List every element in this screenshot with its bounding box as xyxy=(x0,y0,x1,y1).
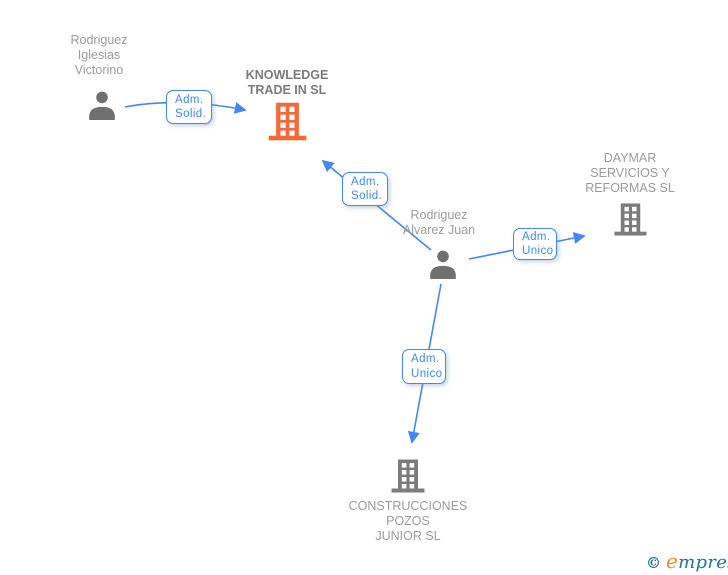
company-label-construcciones-pozos-junior-sl: CONSTRUCCIONES POZOS JUNIOR SL xyxy=(327,499,489,544)
label-line: DAYMAR xyxy=(603,151,657,165)
person-icon xyxy=(89,91,115,120)
empresia-logo[interactable]: © empresia xyxy=(646,549,728,573)
brand-initial: e xyxy=(666,549,679,573)
label-line: CONSTRUCCIONES xyxy=(348,499,468,513)
label-line: POZOS xyxy=(386,514,430,528)
building-icon xyxy=(391,459,425,493)
person-label-rodriguez-iglesias-victorino: Rodriguez Iglesias Victorino xyxy=(29,33,169,78)
edge-label-adm-unico-2[interactable]: Adm. Unico xyxy=(402,349,446,384)
person-icon xyxy=(430,250,456,279)
edge-label-line: Adm. xyxy=(351,175,380,188)
label-line: KNOWLEDGE xyxy=(245,68,329,82)
person-node-rodriguez-iglesias-victorino[interactable] xyxy=(86,90,118,127)
copyright-icon: © xyxy=(646,554,661,572)
edge-label-adm-solid-1[interactable]: Adm. Solid. xyxy=(166,90,212,124)
label-line: TRADE IN SL xyxy=(247,83,327,97)
building-icon xyxy=(268,102,307,141)
label-line: JUNIOR SL xyxy=(375,529,441,543)
label-line: Rodriguez xyxy=(410,208,468,222)
edge-label-line: Unico xyxy=(522,245,554,257)
person-node-rodriguez-alvarez-juan[interactable] xyxy=(427,249,459,286)
company-node-construcciones-pozos-junior-sl[interactable] xyxy=(390,457,426,500)
company-label-knowledge-trade-in-sl: KNOWLEDGE TRADE IN SL xyxy=(212,68,362,98)
edge-label-line: Adm. xyxy=(522,230,551,243)
label-line: REFORMAS SL xyxy=(585,181,675,195)
label-line: SERVICIOS Y xyxy=(590,166,670,180)
edge-label-line: Unico xyxy=(411,367,443,380)
label-line: Rodriguez xyxy=(70,33,128,47)
edge-label-line: Solid. xyxy=(351,190,383,202)
edge-label-line: Solid. xyxy=(175,108,207,120)
company-label-daymar-servicios-y-reformas-sl: DAYMAR SERVICIOS Y REFORMAS SL xyxy=(559,151,701,196)
building-icon xyxy=(614,203,647,236)
edge-label-line: Adm. xyxy=(411,353,440,365)
brand-rest: mpresia xyxy=(678,552,728,573)
company-node-knowledge-trade-in-sl[interactable] xyxy=(267,101,308,147)
edge-label-adm-unico-1[interactable]: Adm. Unico xyxy=(513,228,557,260)
edge-label-line: Adm. xyxy=(175,93,204,106)
label-line: Victorino xyxy=(74,63,124,77)
edge-label-adm-solid-2[interactable]: Adm. Solid. xyxy=(342,172,388,206)
person-label-rodriguez-alvarez-juan: Rodriguez Alvarez Juan xyxy=(369,208,509,238)
label-line: Iglesias xyxy=(77,48,121,62)
label-line: Alvarez Juan xyxy=(402,223,476,237)
company-node-daymar-servicios-y-reformas-sl[interactable] xyxy=(613,202,648,242)
brand-wordmark: empresia xyxy=(666,549,728,573)
